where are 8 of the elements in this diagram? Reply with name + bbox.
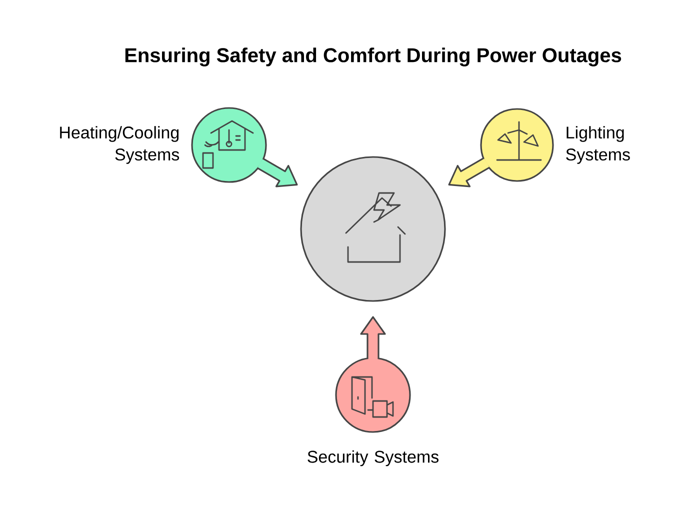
arrow [256, 158, 298, 188]
hub-circle [300, 156, 446, 302]
node-label: Heating/Cooling Systems [60, 126, 180, 164]
node-label: Security Systems [308, 450, 439, 466]
arrow [448, 157, 490, 188]
arrow [360, 316, 386, 360]
title: Ensuring Safety and Comfort During Power Outages [125, 48, 622, 66]
node-label: Lighting Systems [566, 126, 630, 164]
